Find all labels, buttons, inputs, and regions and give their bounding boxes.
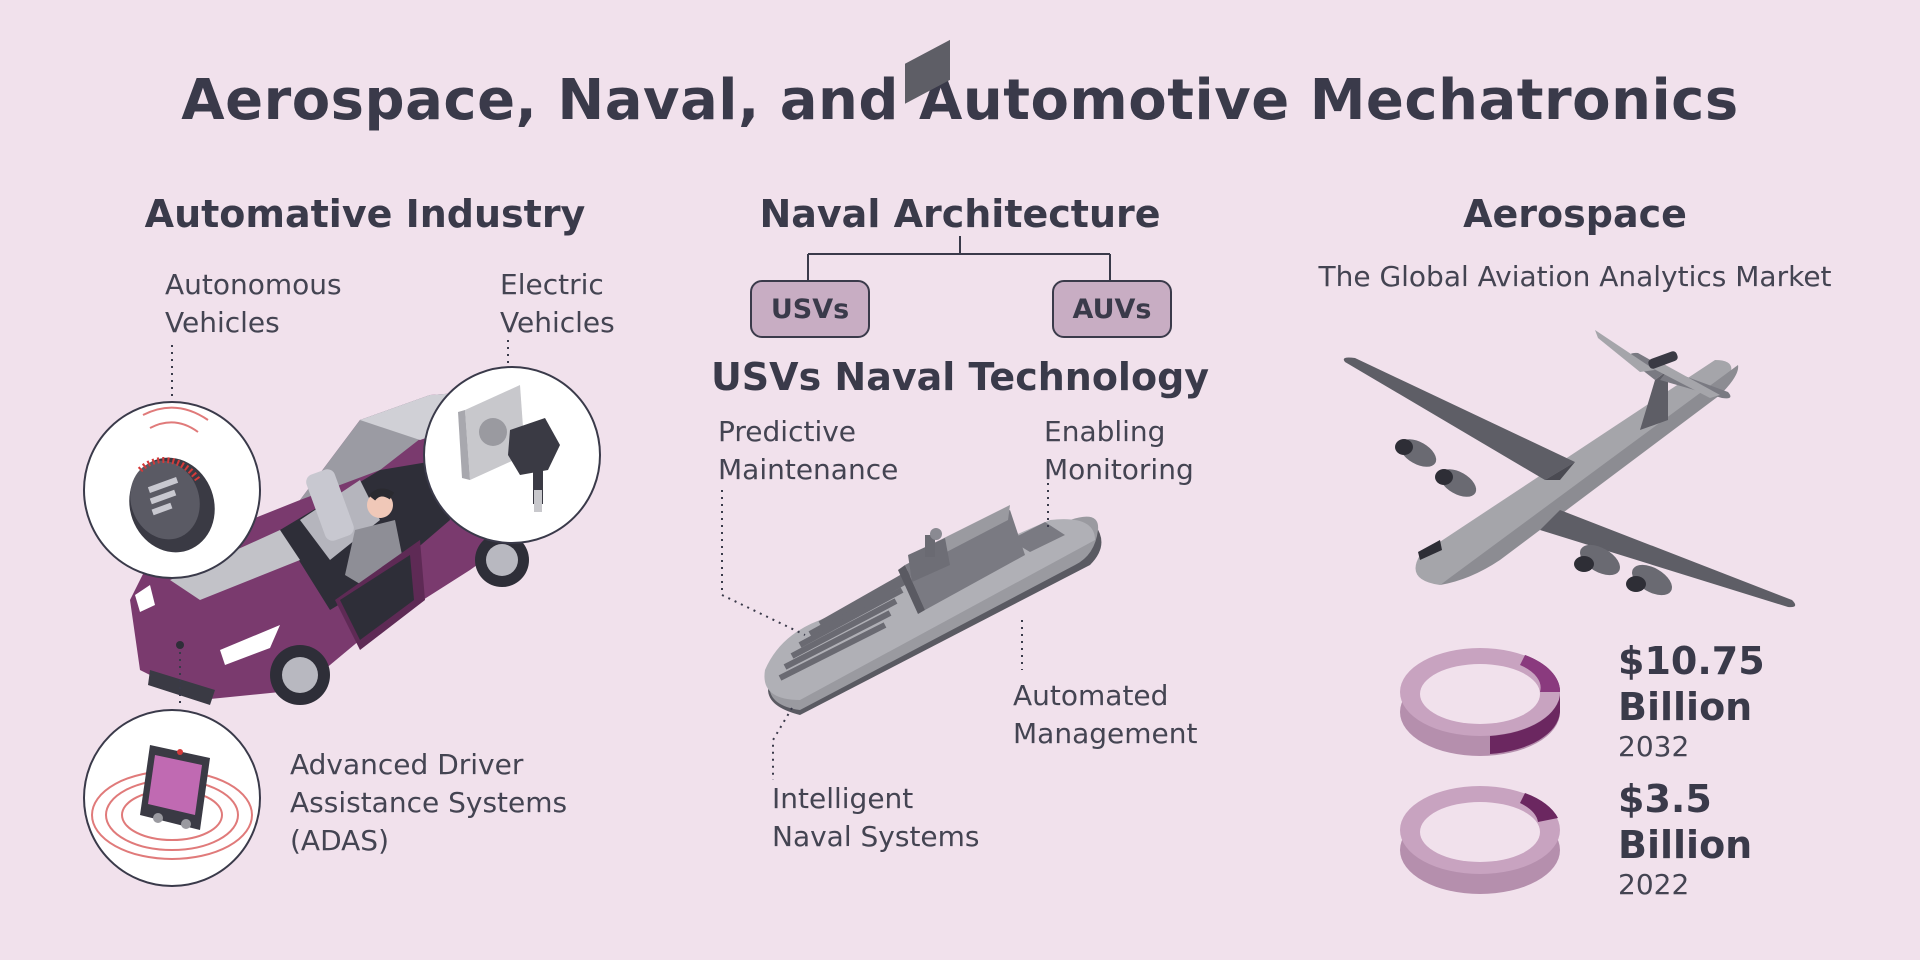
automotive-heading: Automative Industry: [144, 192, 586, 236]
usvs-naval-technology-heading: USVs Naval Technology: [710, 355, 1210, 399]
naval-architecture-heading: Naval Architecture: [759, 192, 1161, 236]
auvs-node: AUVs: [1052, 280, 1172, 338]
stat-2022-value: $3.5 Billion: [1618, 777, 1753, 867]
aerospace-heading: Aerospace: [1463, 192, 1687, 236]
ship-leader-lines: [721, 483, 1049, 780]
usvs-node: USVs: [750, 280, 870, 338]
stat-2032-value: $10.75 Billion: [1618, 639, 1765, 729]
autonomous-sensor-badge: [83, 401, 261, 579]
electric-vehicles-label: Electric Vehicles: [500, 268, 615, 339]
enabling-monitoring-label: Enabling Monitoring: [1044, 415, 1194, 486]
page-title: Aerospace, Naval, and Automotive Mechatr…: [181, 68, 1739, 133]
autonomous-vehicles-label: Autonomous Vehicles: [165, 268, 342, 339]
stat-2022-year: 2022: [1618, 868, 1690, 901]
automated-management-label: Automated Management: [1013, 679, 1198, 750]
car-leader-lines: [171, 340, 509, 708]
ring-chart-2022: [1400, 786, 1560, 894]
intelligent-naval-systems-label: Intelligent Naval Systems: [772, 782, 980, 853]
naval-tree-connector: [807, 236, 1111, 280]
ship-illustration: [764, 39, 1102, 715]
predictive-maintenance-label: Predictive Maintenance: [718, 415, 899, 486]
car-illustration: [130, 390, 540, 705]
plane-illustration: [1343, 330, 1796, 608]
aviation-market-subheading: The Global Aviation Analytics Market: [1318, 260, 1832, 293]
ring-chart-2032: [1400, 648, 1561, 756]
adas-label: Advanced Driver Assistance Systems (ADAS…: [290, 748, 568, 857]
stat-2032-year: 2032: [1618, 730, 1690, 763]
adas-device-badge: [83, 709, 261, 887]
electric-plug-badge: [423, 366, 601, 544]
